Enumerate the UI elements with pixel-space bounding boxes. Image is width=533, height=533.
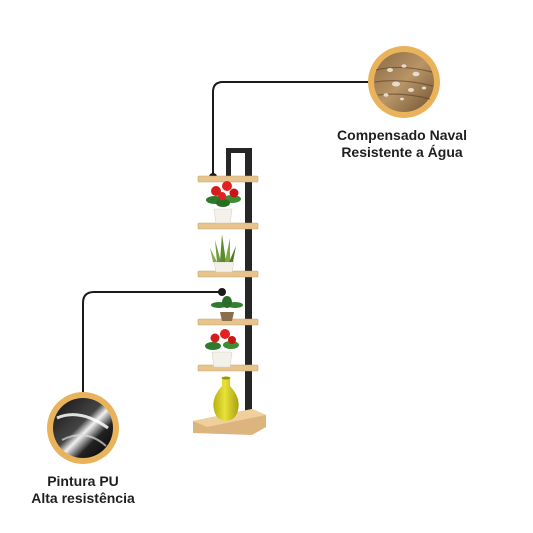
red-flower-plant-top xyxy=(206,181,241,224)
snake-plant xyxy=(210,234,236,273)
feature-caption-paint: Pintura PU Alta resistência xyxy=(18,473,148,507)
red-flower-plant-bottom xyxy=(205,329,239,368)
feature-paint-title: Pintura PU xyxy=(47,473,119,489)
feature-wood-subtitle: Resistente a Água xyxy=(341,144,463,160)
feature-caption-wood: Compensado Naval Resistente a Água xyxy=(327,127,477,161)
feature-wood-title: Compensado Naval xyxy=(337,127,467,143)
feature-paint-subtitle: Alta resistência xyxy=(31,490,135,506)
green-succulent xyxy=(211,296,243,321)
callout-line-paint xyxy=(82,291,222,395)
wood-water-drops-icon xyxy=(368,46,440,118)
callout-line-wood xyxy=(212,81,371,177)
yellow-vase xyxy=(213,376,239,421)
callout-dot-paint xyxy=(218,288,226,296)
glossy-paint-icon xyxy=(47,392,119,464)
shelf-frame xyxy=(226,148,252,423)
